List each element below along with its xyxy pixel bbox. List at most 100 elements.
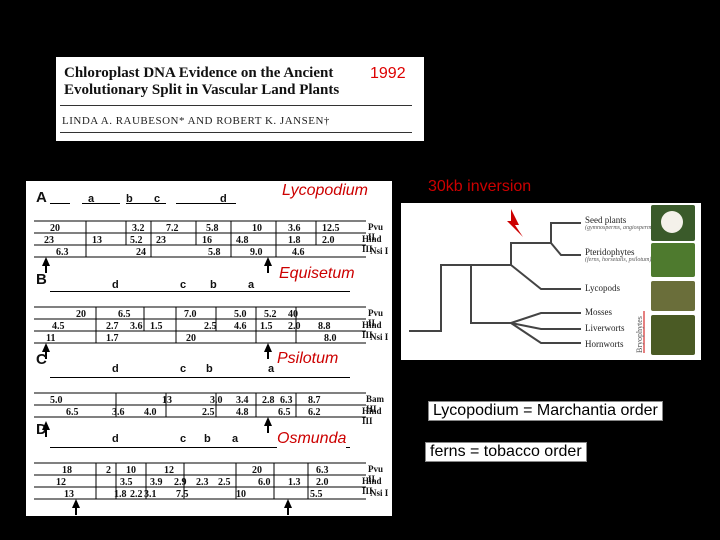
map-cell: 1.3 [288, 477, 301, 488]
flower-icon [661, 211, 683, 233]
restriction-map-figure: A a b c d [26, 181, 392, 516]
arrow-up-icon [42, 257, 50, 273]
map-cell: 1.5 [150, 321, 163, 332]
psilotum-label: Psilotum [277, 350, 339, 368]
enzyme-label: Nsi I [370, 488, 389, 498]
map-cell: 2.0 [322, 235, 335, 246]
gene-label: a [88, 193, 95, 205]
gene-label: c [180, 433, 187, 445]
map-section-letter: B [36, 271, 47, 288]
map-section-letter: D [36, 421, 47, 438]
map-cell: 20 [186, 333, 196, 344]
gene-label: c [154, 193, 161, 205]
map-cell: 5.2 [130, 235, 143, 246]
gene-label: c [180, 363, 187, 375]
map-cell: 1.8 [288, 235, 301, 246]
map-cell: 2.0 [288, 321, 301, 332]
map-cell: 2.2 [130, 489, 143, 500]
taxon-label: Pteridophytes [585, 247, 635, 257]
equisetum-label: Equisetum [279, 265, 355, 283]
enzyme-label: Hind III [362, 476, 382, 496]
map-cell: 12 [164, 465, 174, 476]
map-cell: 10 [126, 465, 136, 476]
enzyme-label: Hind III [362, 320, 382, 340]
enzyme-label: Bam HI [366, 394, 384, 414]
enzyme-label: Hind III [362, 406, 382, 426]
ferns-order-note: ferns = tobacco order [425, 442, 587, 462]
map-cell: 3.6 [112, 407, 125, 418]
gene-label: b [126, 193, 133, 205]
map-cell: 1.5 [260, 321, 273, 332]
map-cell: 20 [252, 465, 262, 476]
map-cell: 10 [252, 223, 262, 234]
map-cell: 11 [46, 333, 56, 344]
taxon-label: Liverworts [585, 323, 625, 333]
fern-photo [651, 243, 695, 277]
map-cell: 3.6 [130, 321, 143, 332]
paper-title-card: Chloroplast DNA Evidence on the Ancient … [56, 57, 424, 141]
map-cell: 1.7 [106, 333, 119, 344]
arrow-up-icon [264, 417, 272, 433]
map-cell: 7.0 [184, 309, 197, 320]
inversion-label: 30kb inversion [428, 178, 532, 195]
gene-label: d [112, 433, 119, 445]
lycopodium-label: Lycopodium [282, 182, 368, 199]
map-cell: 12.5 [322, 223, 340, 234]
map-section-letter: C [36, 351, 47, 368]
arrow-up-icon [42, 421, 50, 437]
enzyme-label: Pvu II [368, 308, 384, 328]
arrow-up-icon [42, 343, 50, 359]
map-cell: 9.0 [250, 247, 263, 258]
taxon-sublabel: (ferns, horsetails, psilotum) [585, 257, 652, 263]
map-cell: 6.2 [308, 407, 321, 418]
map-cell: 13 [162, 395, 172, 406]
map-cell: 2 [106, 465, 111, 476]
gene-label: d [112, 363, 119, 375]
taxon-label: Hornworts [585, 339, 624, 349]
map-cell: 23 [44, 235, 54, 246]
paper-title: Chloroplast DNA Evidence on the Ancient … [64, 65, 340, 98]
gene-label: b [204, 433, 211, 445]
map-cell: 5.2 [264, 309, 277, 320]
gene-segment [176, 203, 236, 204]
enzyme-label: Pvu II [368, 222, 384, 242]
map-cell: 2.5 [202, 407, 215, 418]
map-cell: 20 [50, 223, 60, 234]
map-cell: 5.0 [50, 395, 63, 406]
map-cell: 3.9 [150, 477, 163, 488]
arrow-up-icon [264, 343, 272, 359]
enzyme-label: Hind III [362, 234, 382, 254]
map-cell: 6.0 [258, 477, 271, 488]
map-cell: 6.3 [56, 247, 69, 258]
gene-label: d [220, 193, 227, 205]
map-cell: 6.3 [316, 465, 329, 476]
tree-branches [409, 209, 645, 353]
map-cell: 6.5 [118, 309, 131, 320]
bryophyte-photo [651, 315, 695, 355]
arrow-up-icon [284, 499, 292, 515]
osmunda-label: Osmunda [277, 430, 347, 448]
authors-divider [60, 132, 412, 133]
map-cell: 18 [62, 465, 72, 476]
map-cell: 1.8 [114, 489, 127, 500]
map-cell: 8.0 [324, 333, 337, 344]
map-cell: 5.8 [208, 247, 221, 258]
phylogeny-figure: Seed plants (gymnosperms, angiosperms) P… [401, 203, 701, 360]
enzyme-label: Nsi I [370, 332, 389, 342]
map-cell: 4.8 [236, 407, 249, 418]
gene-track [50, 447, 350, 448]
map-cell: 13 [64, 489, 74, 500]
gene-segment [82, 203, 120, 204]
map-cell: 4.5 [52, 321, 65, 332]
gene-label: b [210, 279, 217, 291]
map-cell: 4.0 [144, 407, 157, 418]
arrow-up-icon [264, 257, 272, 273]
map-cell: 16 [202, 235, 212, 246]
map-cell: 4.6 [234, 321, 247, 332]
map-cell: 7.2 [166, 223, 179, 234]
map-cell: 5.0 [234, 309, 247, 320]
gene-label: a [248, 279, 255, 291]
map-cell: 2.5 [218, 477, 231, 488]
map-cell: 3.0 [210, 395, 223, 406]
map-cell: 13 [92, 235, 102, 246]
